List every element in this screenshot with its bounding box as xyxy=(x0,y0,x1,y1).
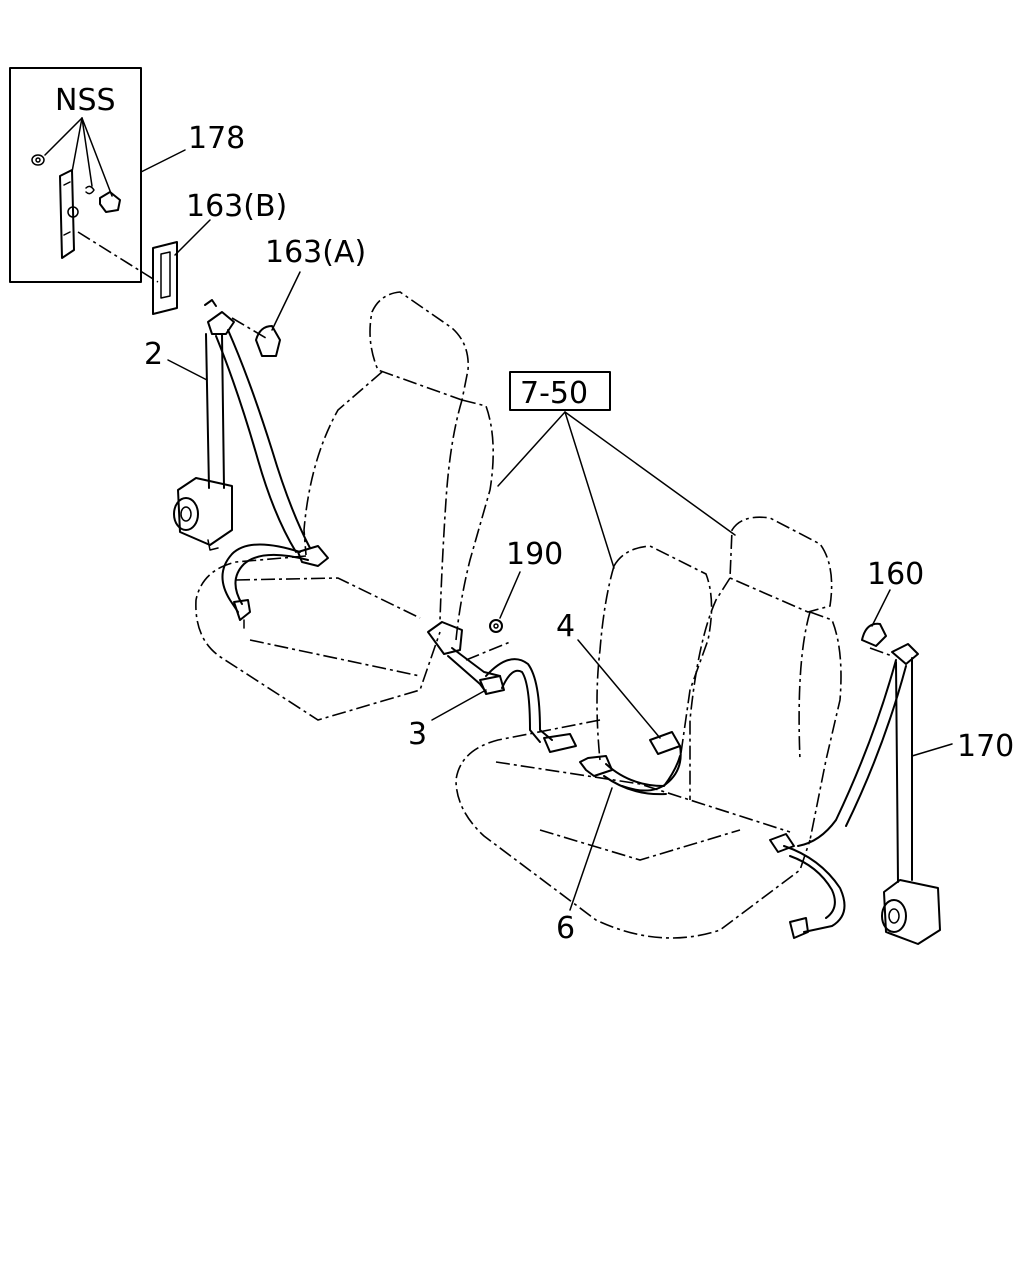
label-160: 160 xyxy=(867,557,924,592)
leader-170 xyxy=(911,743,953,757)
part-163a-cover xyxy=(255,325,281,357)
leader-178 xyxy=(140,149,186,173)
label-2: 2 xyxy=(144,337,163,372)
part-160-cover xyxy=(861,622,887,647)
label-4: 4 xyxy=(556,609,575,644)
leader-2 xyxy=(167,359,208,381)
label-7-50: 7-50 xyxy=(520,376,588,411)
label-6: 6 xyxy=(556,911,575,946)
label-170: 170 xyxy=(957,729,1014,764)
front-inner-buckle xyxy=(427,621,511,695)
rear-seat-outline xyxy=(455,516,842,939)
leader-190 xyxy=(499,571,521,619)
part-4-buckle xyxy=(621,731,682,792)
label-nss: NSS xyxy=(55,83,116,118)
part-6-lap-belt xyxy=(579,755,681,796)
ref-7-50-box xyxy=(509,371,611,411)
part-163b-cover xyxy=(152,241,178,315)
front-outer-seat-belt xyxy=(173,299,329,629)
leaders-7-50 xyxy=(497,411,736,569)
leader-160 xyxy=(871,589,891,627)
leader-163b xyxy=(174,219,211,256)
label-163b: 163(B) xyxy=(186,189,287,224)
leader-4 xyxy=(577,639,661,739)
leader-6 xyxy=(569,787,613,911)
label-163a: 163(A) xyxy=(265,235,366,270)
front-seat-outline xyxy=(195,291,494,721)
label-3: 3 xyxy=(408,717,427,752)
part-190-plug xyxy=(489,619,503,633)
nss-inset: NSS xyxy=(9,67,159,283)
rear-center-belt xyxy=(485,658,577,753)
rear-outer-seat-belt xyxy=(769,643,941,945)
leader-3 xyxy=(431,689,487,721)
label-178: 178 xyxy=(188,121,245,156)
leader-163a xyxy=(271,271,301,331)
label-190: 190 xyxy=(506,537,563,572)
